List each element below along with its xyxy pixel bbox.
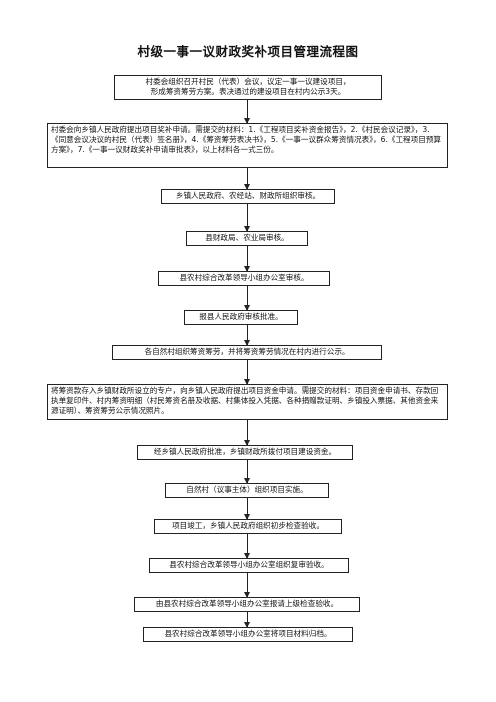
- flow-step-9: 经乡镇人民政府批准，乡镇财政所拨付项目建设资金。: [137, 445, 353, 460]
- flow-arrow-7: [244, 360, 250, 385]
- flow-arrow-2: [244, 168, 250, 190]
- flow-step-6: 报县人民政府审核批准。: [184, 310, 298, 325]
- flow-arrow-3: [244, 204, 250, 232]
- flow-step-11: 项目竣工，乡镇人民政府组织初步检查验收。: [154, 519, 342, 534]
- flow-step-7: 各自然村组织筹资筹劳，并将筹资筹劳情况在村内进行公示。: [112, 345, 382, 360]
- flow-step-2: 村委会向乡镇人民政府提出项目奖补申请。需提交的材料：1.《工程项目奖补资金报告》…: [47, 123, 448, 168]
- flow-step-13: 由县农村综合改革领导小组办公室报请上级检查验收。: [134, 597, 360, 612]
- flow-step-5: 县农村综合改革领导小组办公室审核。: [158, 271, 330, 286]
- flow-step-14: 县农村综合改革领导小组办公室将项目材料归档。: [143, 627, 353, 642]
- flow-step-12: 县农村综合改革领导小组办公室组织复审验收。: [149, 558, 349, 573]
- flow-arrow-6: [244, 325, 250, 346]
- flow-arrow-5: [244, 286, 250, 311]
- flow-step-8: 将筹资款存入乡镇财政所设立的专户，向乡镇人民政府提出项目资金申请。需提交的材料：…: [47, 384, 448, 420]
- flow-arrow-13: [244, 612, 250, 628]
- flow-step-10: 自然村（议事主体）组织项目实施。: [165, 483, 329, 498]
- flow-arrow-1: [244, 100, 250, 124]
- flow-step-4: 县财政局、农业局审核。: [186, 231, 308, 246]
- flow-step-3: 乡镇人民政府、农经站、财政所组织审核。: [161, 189, 335, 204]
- flow-arrow-8: [244, 420, 250, 446]
- flow-arrow-10: [244, 498, 250, 520]
- flow-step-1: 村委会组织召开村民（代表）会议，议定一事一议建设项目， 形成筹资筹劳方案。表决通…: [114, 75, 382, 100]
- flow-arrow-4: [244, 246, 250, 272]
- flow-arrow-11: [244, 534, 250, 559]
- flow-arrow-9: [244, 460, 250, 484]
- page-title: 村级一事一议财政奖补项目管理流程图: [137, 44, 359, 59]
- flow-arrow-12: [244, 573, 250, 598]
